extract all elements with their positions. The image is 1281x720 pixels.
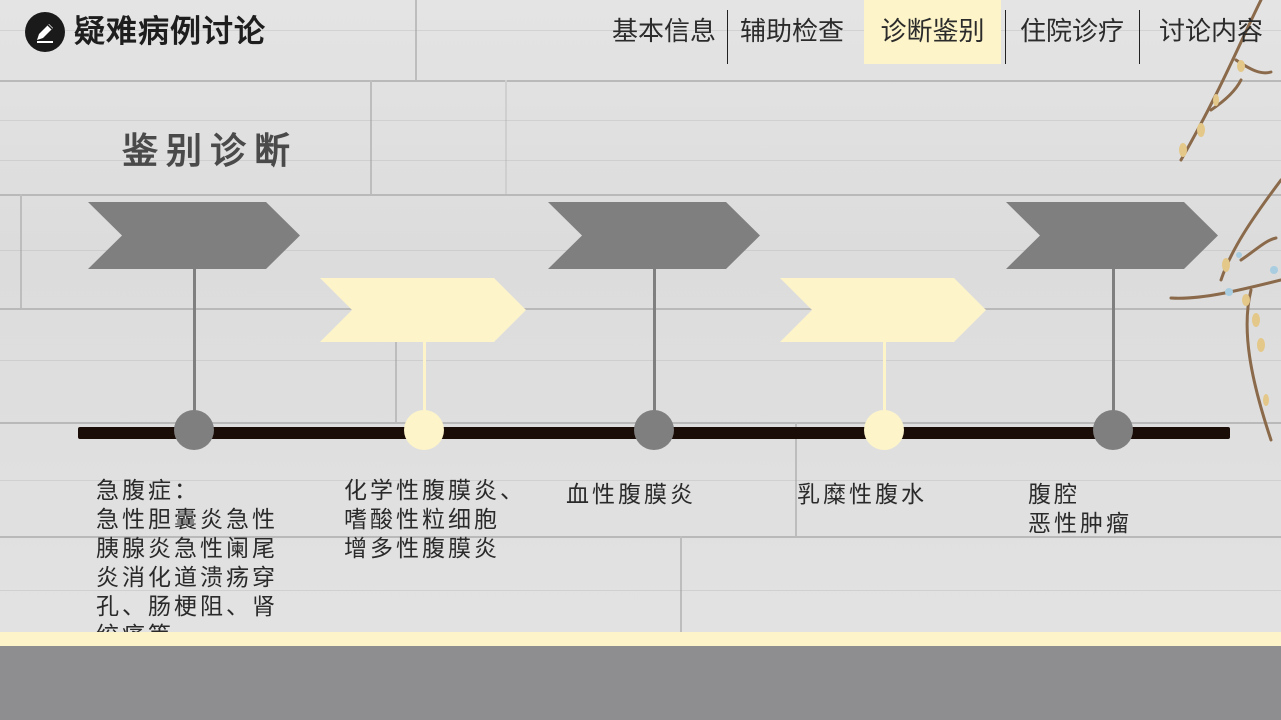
timeline-flag bbox=[780, 278, 986, 342]
timeline-label: 化学性腹膜炎、 嗜酸性粒细胞 增多性腹膜炎 bbox=[344, 478, 526, 562]
timeline-dot bbox=[1093, 410, 1133, 450]
timeline-stem bbox=[1112, 268, 1115, 413]
nav-divider bbox=[727, 10, 728, 64]
timeline-dot bbox=[864, 410, 904, 450]
timeline-flag bbox=[1006, 202, 1218, 269]
tab-basic-info[interactable]: 基本信息 bbox=[611, 17, 716, 47]
timeline-label: 腹腔 恶性肿瘤 bbox=[1028, 482, 1132, 537]
tab-discussion[interactable]: 讨论内容 bbox=[1158, 17, 1263, 47]
logo-badge bbox=[25, 12, 65, 52]
timeline-stem bbox=[423, 341, 426, 413]
timeline-flag bbox=[548, 202, 760, 269]
timeline-label: 血性腹膜炎 bbox=[566, 482, 696, 508]
timeline-dot bbox=[634, 410, 674, 450]
timeline-stem bbox=[653, 268, 656, 413]
timeline-dot bbox=[404, 410, 444, 450]
timeline-label: 乳糜性腹水 bbox=[797, 482, 927, 508]
tab-diagnosis[interactable]: 诊断鉴别 bbox=[864, 0, 1001, 64]
timeline-stem bbox=[883, 341, 886, 413]
branch-decoration bbox=[1169, 0, 1281, 442]
wood-background bbox=[0, 0, 1281, 632]
tab-auxiliary-exam[interactable]: 辅助检查 bbox=[739, 17, 844, 47]
app-title: 疑难病例讨论 bbox=[74, 14, 266, 50]
timeline-flag bbox=[320, 278, 526, 342]
timeline-label: 急腹症： 急性胆囊炎急性 胰腺炎急性阑尾 炎消化道溃疡穿 孔、肠梗阻、肾 绞痛等 bbox=[96, 478, 278, 649]
section-title: 鉴别诊断 bbox=[122, 131, 299, 172]
tab-inpatient-treatment[interactable]: 住院诊疗 bbox=[1019, 17, 1124, 47]
footer-accent-strip bbox=[0, 632, 1281, 646]
timeline-flag bbox=[88, 202, 300, 269]
timeline-stem bbox=[193, 268, 196, 413]
pencil-icon bbox=[37, 24, 53, 43]
nav-divider bbox=[1005, 10, 1006, 64]
timeline-dot bbox=[174, 410, 214, 450]
footer-bar bbox=[0, 646, 1281, 720]
nav-divider bbox=[1139, 10, 1140, 64]
